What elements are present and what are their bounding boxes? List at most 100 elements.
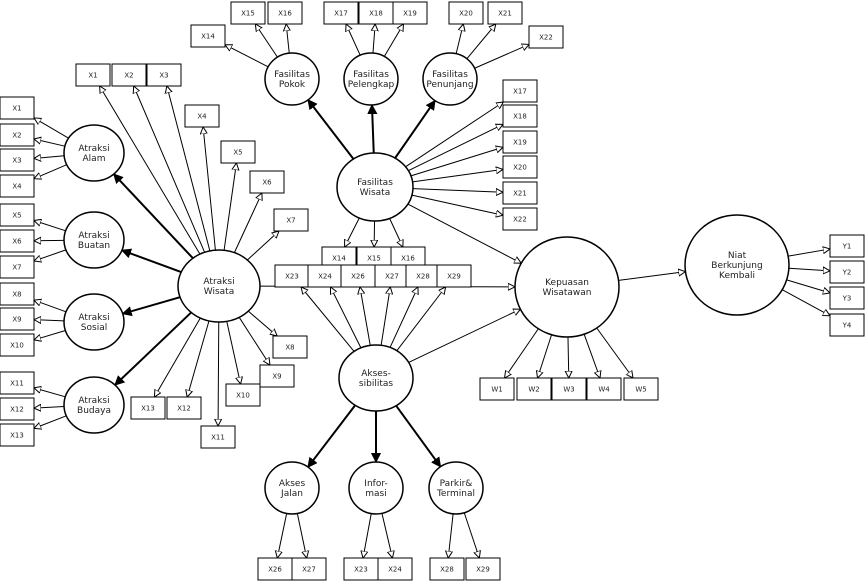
loading-arrow-wisata-diagonal-3: [233, 193, 262, 253]
indicator-label: X23: [354, 566, 368, 574]
indicator-label: X4: [197, 113, 207, 121]
construct-label-line: Pelengkap: [348, 80, 395, 90]
path-arrow-fasilitas-wisata-to-fasilitas-penunjang: [394, 101, 436, 159]
construct-label-line: sibilitas: [359, 379, 393, 389]
construct-label-line: Pokok: [279, 80, 306, 90]
loading-arrow-penunjang-2: [466, 24, 496, 60]
loading-arrow-wisata-bottom-4: [218, 321, 219, 426]
loading-arrow-fasilitas-right-3: [410, 147, 503, 177]
loading-arrow-aksesibilitas-top-2: [331, 287, 362, 349]
indicator-box-pelengkap-3: X19: [392, 1, 428, 25]
indicator-label: X27: [385, 273, 399, 281]
indicator-label: X12: [177, 405, 191, 413]
indicator-box-budaya-3: X13: [0, 423, 35, 447]
loading-arrow-buatan-3: [34, 249, 67, 261]
path-arrow-kepuasan-wisatawan-to-niat-berkunjung-kembali: [618, 272, 686, 281]
indicator-label: X8: [285, 344, 294, 352]
indicator-label: X29: [476, 566, 490, 574]
indicator-label: X13: [10, 432, 24, 440]
loading-arrow-kepuasan-5: [596, 327, 633, 378]
indicator-box-informasi-1: X23: [343, 557, 379, 581]
indicator-label: X1: [12, 105, 21, 113]
indicator-box-pokok-2: X15: [230, 1, 266, 25]
loading-arrow-wisata-bottom-5: [187, 320, 210, 397]
loading-arrow-informasi-1: [363, 513, 372, 558]
indicator-label: X11: [211, 434, 225, 442]
indicator-box-sosial-2: X9: [0, 307, 35, 331]
construct-label-line: Akses: [279, 479, 306, 489]
indicator-box-fasilitas-right-2: X18: [502, 104, 538, 128]
loading-arrow-alam-4: [34, 164, 67, 179]
loading-arrow-parkir-2: [463, 512, 479, 558]
loading-arrow-pelengkap-1: [346, 24, 361, 56]
construct-label-line: Fasilitas: [357, 178, 393, 188]
path-arrow-aksesibilitas-to-parkir-terminal: [395, 405, 442, 467]
construct-label-line: Atraksi: [78, 313, 109, 323]
indicator-box-niat-4: Y4: [829, 313, 865, 337]
indicator-box-wisata-diagonal-3: X6: [249, 170, 285, 194]
indicator-box-penunjang-2: X21: [487, 1, 523, 25]
indicator-box-aksesibilitas-top-1: X23: [274, 264, 310, 288]
loading-arrow-niat-2: [788, 268, 830, 271]
loading-arrow-wisata-bottom-6: [154, 317, 201, 397]
construct-label-line: Wisata: [204, 287, 234, 297]
indicator-box-sosial-3: X10: [0, 333, 35, 357]
indicator-box-alam-3: X3: [0, 148, 35, 172]
construct-label-line: Budaya: [77, 406, 111, 416]
loading-arrow-jalan-1: [277, 513, 288, 558]
indicator-box-aksesibilitas-top-2: X24: [307, 264, 343, 288]
indicator-box-aksesibilitas-top-5: X28: [405, 264, 441, 288]
construct-label-line: Sosial: [81, 323, 107, 333]
loading-arrow-aksesibilitas-top-1: [301, 287, 355, 352]
loading-arrow-buatan-1: [34, 221, 66, 232]
loading-arrow-fasilitas-right-5: [412, 189, 503, 193]
loading-arrow-alam-1: [34, 118, 69, 139]
indicator-box-wisata-bottom-4: X11: [200, 425, 236, 449]
loading-arrow-wisata-diagonal-4: [247, 231, 279, 261]
indicator-box-pokok-1: X14: [190, 24, 226, 48]
construct-label-line: Niat: [728, 251, 747, 261]
indicator-label: X26: [351, 273, 365, 281]
indicator-label: Y2: [842, 269, 852, 277]
indicator-label: W5: [635, 386, 646, 394]
path-arrow-atraksi-wisata-to-atraksi-buatan: [122, 250, 182, 274]
indicator-label: W3: [563, 386, 574, 394]
indicator-label: X28: [416, 273, 430, 281]
path-arrow-atraksi-wisata-to-atraksi-sosial: [123, 296, 181, 314]
indicator-box-kepuasan-5: W5: [623, 377, 659, 401]
indicator-box-kepuasan-2: W2: [516, 377, 552, 401]
indicator-label: X16: [278, 10, 292, 18]
loading-arrow-aksesibilitas-top-4: [380, 287, 390, 346]
indicator-label: Y4: [842, 322, 852, 330]
indicator-label: X6: [262, 179, 272, 187]
loading-arrow-wisata-diagonal-2: [223, 163, 236, 251]
loading-arrow-kepuasan-2: [538, 334, 553, 378]
construct-label-line: Akses-: [361, 369, 391, 379]
indicator-label: X13: [141, 405, 155, 413]
indicator-label: X20: [459, 10, 473, 18]
indicator-label: X9: [12, 316, 21, 324]
indicator-label: X26: [268, 566, 282, 574]
construct-label-line: Kepuasan: [545, 278, 589, 288]
loading-arrow-sosial-3: [34, 330, 66, 340]
indicator-box-budaya-1: X11: [0, 371, 35, 395]
construct-label-line: Kembali: [719, 271, 755, 281]
loading-arrow-aksesibilitas-top-5: [389, 287, 418, 348]
indicator-label: X22: [513, 216, 527, 224]
indicator-box-fasilitas-right-3: X19: [502, 130, 538, 154]
indicator-box-pelengkap-1: X17: [323, 1, 359, 25]
indicator-box-wisata-top-row-1: X1: [75, 63, 111, 87]
indicator-box-parkir-2: X29: [465, 557, 501, 581]
indicator-label: X15: [241, 10, 255, 18]
indicator-label: X3: [12, 157, 21, 165]
indicator-box-niat-2: Y2: [829, 260, 865, 284]
indicator-box-jalan-1: X26: [257, 557, 293, 581]
edges-layer: [34, 24, 830, 558]
